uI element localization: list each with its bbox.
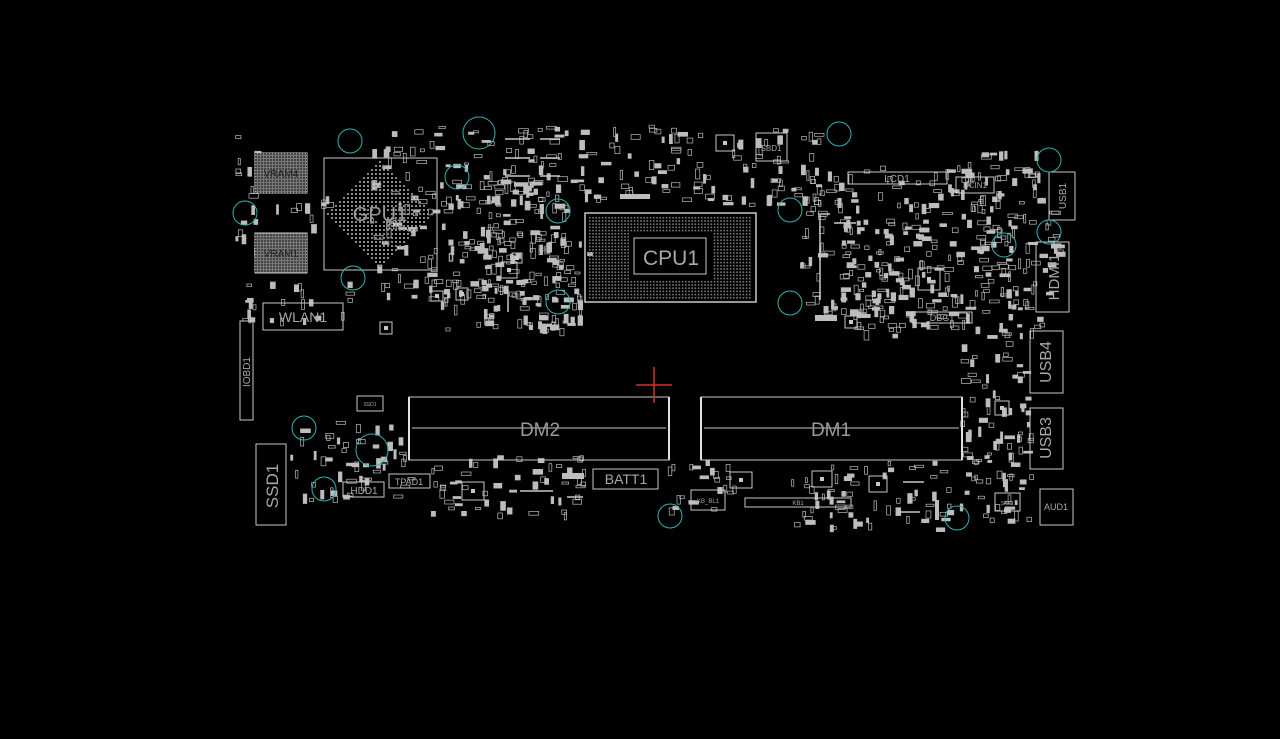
usb1-connector[interactable]: USB1 <box>1048 171 1076 221</box>
hdmi-label: HDMI1 <box>1046 254 1063 301</box>
usb4-connector[interactable]: USB4 <box>1029 330 1064 394</box>
gpu-footprint[interactable]: GPU1 <box>323 157 438 271</box>
dcin-connector[interactable]: DCIN1 <box>955 176 995 194</box>
spk-connector[interactable]: SPK1 <box>994 492 1021 512</box>
dimm-slot-dm1[interactable]: DM1 <box>700 396 963 461</box>
vram1-footprint[interactable]: VRAM1 <box>254 232 308 274</box>
kb-bl-label: KB_BL1 <box>697 499 720 505</box>
batt-connector[interactable]: BATT1 <box>592 468 659 490</box>
kb-bl-connector[interactable]: KB_BL1 <box>690 489 726 511</box>
ssd-sub-label: SSD1 <box>363 402 376 408</box>
cursor-crosshair <box>636 367 672 403</box>
wlan-label: WLAN1 <box>279 309 327 325</box>
dbg-connector[interactable]: DBG1 <box>911 311 973 324</box>
sbd-label: SBD1 <box>761 144 782 153</box>
hdd-label: HDD1 <box>350 486 378 497</box>
wlan-connector[interactable]: WLAN1 <box>262 302 344 331</box>
kb-connector[interactable]: KB1 <box>744 497 852 508</box>
iobd-connector[interactable]: IOBD1 <box>239 320 254 421</box>
vram1-label: VRAM1 <box>264 249 299 260</box>
kb-label: KB1 <box>792 501 804 507</box>
dm2-label: DM2 <box>520 420 560 441</box>
usb4-label: USB4 <box>1038 341 1055 383</box>
aud-connector[interactable]: AUD1 <box>1039 488 1074 526</box>
tpad-connector[interactable]: TPAD1 <box>388 473 431 489</box>
dcin-label: DCIN1 <box>963 181 988 190</box>
spk-label: SPK1 <box>1001 501 1014 507</box>
hdd-connector[interactable]: HDD1 <box>342 481 385 498</box>
vram4-label: VRAM4 <box>264 169 299 180</box>
usb3-connector[interactable]: USB3 <box>1029 407 1064 470</box>
vram4-footprint[interactable]: VRAM4 <box>254 152 308 194</box>
cpu-footprint[interactable]: CPU1 <box>584 212 757 303</box>
dbg-label: DBG1 <box>930 313 955 323</box>
sbd-part[interactable]: SBD1 <box>755 132 788 162</box>
ssd-connector[interactable]: SSD1 <box>255 443 287 526</box>
ssd-sub-part[interactable]: SSD1 <box>356 395 384 412</box>
hdmi-connector[interactable]: HDMI1 <box>1035 241 1070 313</box>
mounting-holes <box>232 116 1062 531</box>
cpu-label: CPU1 <box>643 247 699 270</box>
aud-label: AUD1 <box>1044 502 1068 512</box>
ssd-label: SSD1 <box>263 464 282 508</box>
tpad-label: TPAD1 <box>395 477 423 487</box>
lcd-label: LCD1 <box>884 174 910 185</box>
cpu-bga-grid <box>589 217 751 299</box>
usb1-label: USB1 <box>1058 183 1069 210</box>
gpu-bga-grid <box>327 161 433 267</box>
usb3-label: USB3 <box>1038 417 1055 459</box>
lcd-connector[interactable]: LCD1 <box>847 171 948 185</box>
gpu-label: GPU1 <box>353 204 407 226</box>
dm1-label: DM1 <box>811 420 851 441</box>
iobd-label: IOBD1 <box>242 357 253 387</box>
batt-label: BATT1 <box>605 471 648 487</box>
dimm-slot-dm2[interactable]: DM2 <box>408 396 670 461</box>
